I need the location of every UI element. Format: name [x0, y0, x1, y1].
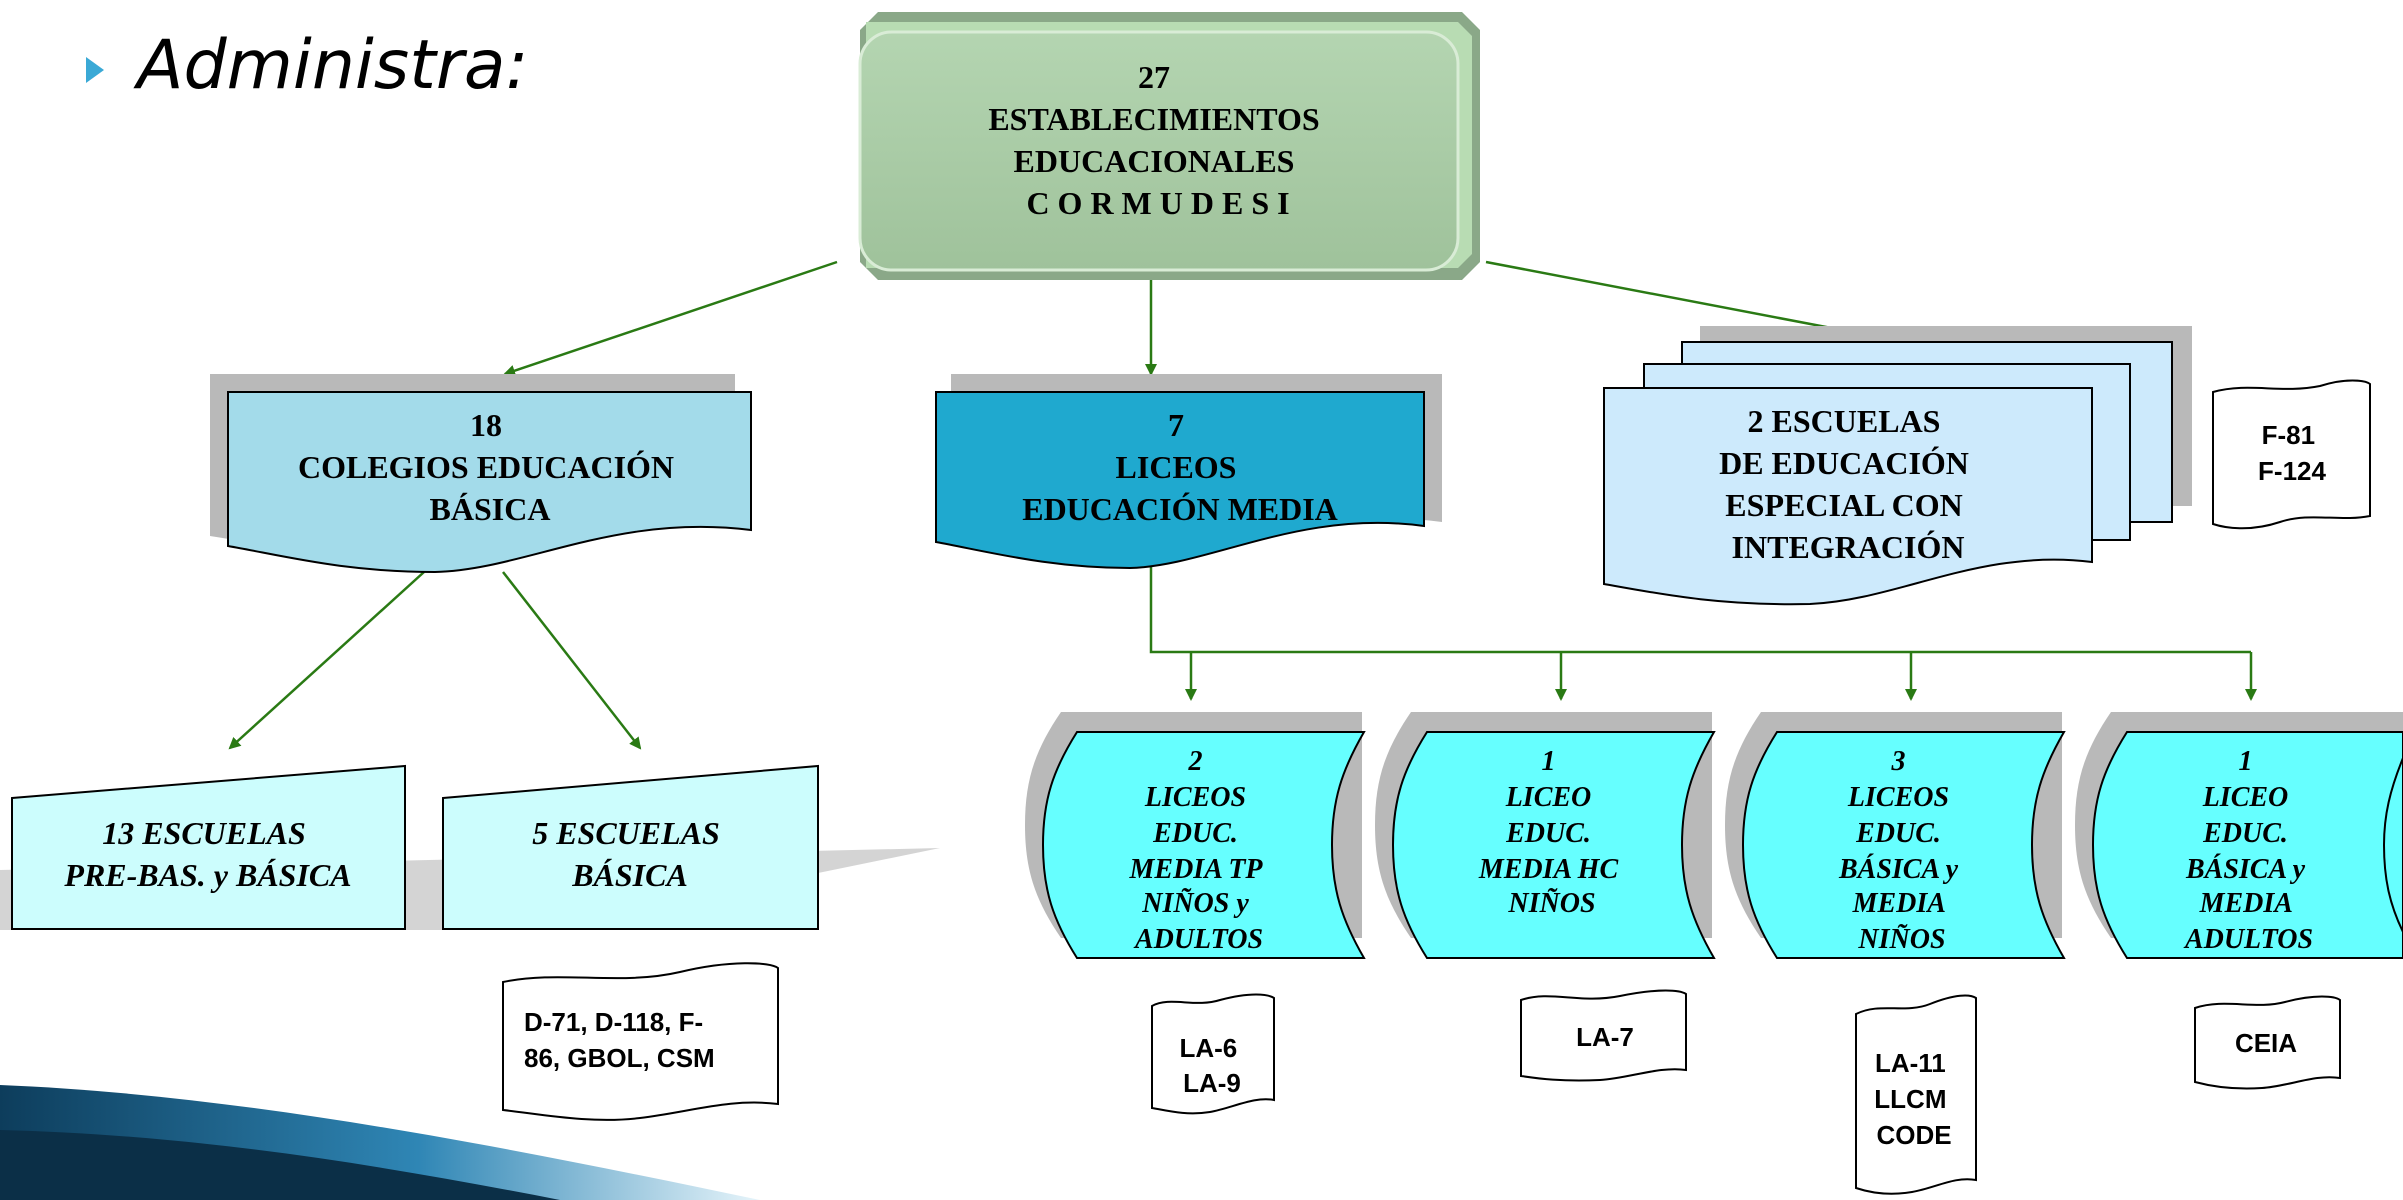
- drum-line: EDUC.: [1152, 818, 1238, 849]
- node-line: COLEGIOS EDUCACIÓN: [298, 449, 674, 485]
- node-line: 5 ESCUELAS: [532, 815, 720, 851]
- svg-text:2 LICEOS EDUC.: 2 LICEOS EDUC. MEDIA TP NIÑOS y ADULTOS: [1129, 746, 1269, 955]
- drum-line: MEDIA: [1852, 888, 1946, 919]
- drum-line: EDUC.: [1855, 818, 1941, 849]
- svg-text:D-71, D-118, F- 86, GBOL: D-71, D-118, F- 86, GBOL, CSM: [524, 1007, 715, 1073]
- tag-line: F-81: [2262, 420, 2315, 450]
- node-line: EDUCACIÓN MEDIA: [1022, 491, 1338, 527]
- drum-line: NIÑOS: [1507, 888, 1595, 919]
- tag-line: LA-11: [1875, 1048, 1946, 1078]
- drum-liceos-tp: 2 LICEOS EDUC. MEDIA TP NIÑOS y ADULTOS: [1025, 712, 1366, 959]
- node-line: LICEOS: [1116, 449, 1237, 485]
- svg-text:1 LICEO EDUC.: 1 LICEO EDUC. MEDIA HC NIÑOS: [1478, 746, 1625, 919]
- drum-liceo-hc: 1 LICEO EDUC. MEDIA HC NIÑOS: [1375, 712, 1716, 959]
- svg-text:7 LICEOS EDUCACIÓN: 7 LICEOS EDUCACIÓN MEDIA: [1022, 407, 1338, 527]
- drum-line: BÁSICA y: [1838, 854, 1959, 885]
- svg-text:13 ESCUELAS PRE-BAS. y B: 13 ESCUELAS PRE-BAS. y BÁSICA: [63, 815, 351, 893]
- svg-text:1 LICEO EDUC.: 1 LICEO EDUC. BÁSICA y MEDIA ADULTOS: [2183, 746, 2313, 955]
- bullet-triangle-icon: [86, 57, 104, 83]
- drum-line: MEDIA TP: [1129, 854, 1264, 885]
- svg-text:5 ESCUELAS BÁSICA: 5 ESCUELAS BÁSICA: [532, 815, 728, 893]
- drum-line: EDUC.: [1505, 818, 1591, 849]
- svg-text:27 ESTABLECIMIENTOS: 27 ESTABLECIMIENTOS EDUCACIONALES C O R …: [988, 59, 1327, 221]
- drum-line: MEDIA HC: [1478, 854, 1619, 885]
- tag-line: 86, GBOL, CSM: [524, 1043, 715, 1073]
- drum-line: NIÑOS y: [1141, 888, 1249, 919]
- svg-text:18 COLEGIOS EDUCACIÓN: 18 COLEGIOS EDUCACIÓN BÁSICA: [298, 407, 682, 527]
- tag-line: F-124: [2258, 456, 2326, 486]
- drum-line: EDUC.: [2202, 818, 2288, 849]
- tag-line: LA-7: [1576, 1022, 1634, 1052]
- drum-line: 1: [1542, 746, 1556, 777]
- drum-line: LICEO: [1505, 782, 1592, 813]
- node-line: DE EDUCACIÓN: [1719, 445, 1969, 481]
- drum-line: LICEO: [2202, 782, 2289, 813]
- node-line: PRE-BAS. y BÁSICA: [63, 857, 351, 893]
- tag-line: LLCM: [1874, 1084, 1946, 1114]
- node-line: 13 ESCUELAS: [102, 815, 306, 851]
- drum-line: 3: [1891, 746, 1906, 777]
- drum-line: NIÑOS: [1857, 924, 1945, 955]
- drum-liceo-basica-media-adultos: 1 LICEO EDUC. BÁSICA y MEDIA ADULTOS: [2075, 712, 2403, 959]
- drum-line: BÁSICA y: [2185, 854, 2306, 885]
- node-line: 7: [1168, 407, 1184, 443]
- tag-especial: F-81 F-124: [2212, 379, 2371, 530]
- slide-title: Administra:: [86, 26, 528, 105]
- svg-text:3 LICEOS EDUC.: 3 LICEOS EDUC. BÁSICA y MEDIA NIÑOS: [1838, 746, 1965, 955]
- node-escuelas-basica: 5 ESCUELAS BÁSICA: [442, 764, 819, 930]
- root-line: ESTABLECIMIENTOS: [988, 101, 1319, 137]
- decorative-swoosh: [0, 1085, 760, 1200]
- drum-line: ADULTOS: [1133, 924, 1263, 955]
- root-node: 27 ESTABLECIMIENTOS EDUCACIONALES C O R …: [858, 12, 1480, 280]
- tag-basica: D-71, D-118, F- 86, GBOL, CSM: [502, 962, 779, 1121]
- drum-liceos-basica-media-ninos: 3 LICEOS EDUC. BÁSICA y MEDIA NIÑOS: [1725, 712, 2066, 959]
- svg-text:LA-6 LA-9: LA-6 LA-9: [1179, 1033, 1244, 1098]
- tag-line: D-71, D-118, F-: [524, 1007, 703, 1037]
- tag-line: CODE: [1876, 1120, 1951, 1150]
- slide-title-text: Administra:: [133, 26, 528, 105]
- node-line: 2 ESCUELAS: [1748, 403, 1941, 439]
- drum-line: 1: [2239, 746, 2253, 777]
- drum-line: LICEOS: [1144, 782, 1246, 813]
- tag-la6-la9: LA-6 LA-9: [1151, 993, 1275, 1115]
- tag-la11-llcm-code: LA-11 LLCM CODE: [1855, 994, 1977, 1195]
- root-line: C O R M U D E S I: [1026, 185, 1289, 221]
- node-line: BÁSICA: [430, 491, 551, 527]
- node-line: BÁSICA: [571, 857, 688, 893]
- svg-text:2 ESCUELAS DE EDUCACIÓN: 2 ESCUELAS DE EDUCACIÓN ESPECIAL CON INT…: [1719, 403, 1977, 565]
- node-escuelas-especial: 2 ESCUELAS DE EDUCACIÓN ESPECIAL CON INT…: [1603, 326, 2192, 606]
- node-colegios-basica: 18 COLEGIOS EDUCACIÓN BÁSICA: [210, 374, 752, 574]
- tag-la7: LA-7: [1520, 989, 1687, 1082]
- drum-line: ADULTOS: [2183, 924, 2313, 955]
- svg-text:F-81 F-124: F-81 F-124: [2258, 420, 2326, 486]
- tag-line: LA-9: [1183, 1068, 1241, 1098]
- tag-line: LA-6: [1179, 1033, 1237, 1063]
- svg-text:LA-11 LLCM CODE: LA-11 LLCM CODE: [1874, 1048, 1953, 1150]
- root-line: EDUCACIONALES: [1014, 143, 1295, 179]
- node-line: ESPECIAL CON: [1725, 487, 1962, 523]
- root-line: 27: [1138, 59, 1170, 95]
- svg-text:LA-7: LA-7: [1576, 1022, 1634, 1052]
- node-line: INTEGRACIÓN: [1732, 529, 1965, 565]
- drum-line: 2: [1188, 746, 1203, 777]
- drum-line: LICEOS: [1847, 782, 1949, 813]
- node-line: 18: [470, 407, 502, 443]
- tag-line: CEIA: [2235, 1028, 2297, 1058]
- tag-ceia: CEIA: [2194, 995, 2341, 1090]
- svg-text:CEIA: CEIA: [2235, 1028, 2297, 1058]
- node-liceos-media: 7 LICEOS EDUCACIÓN MEDIA: [935, 374, 1442, 570]
- drum-line: MEDIA: [2199, 888, 2293, 919]
